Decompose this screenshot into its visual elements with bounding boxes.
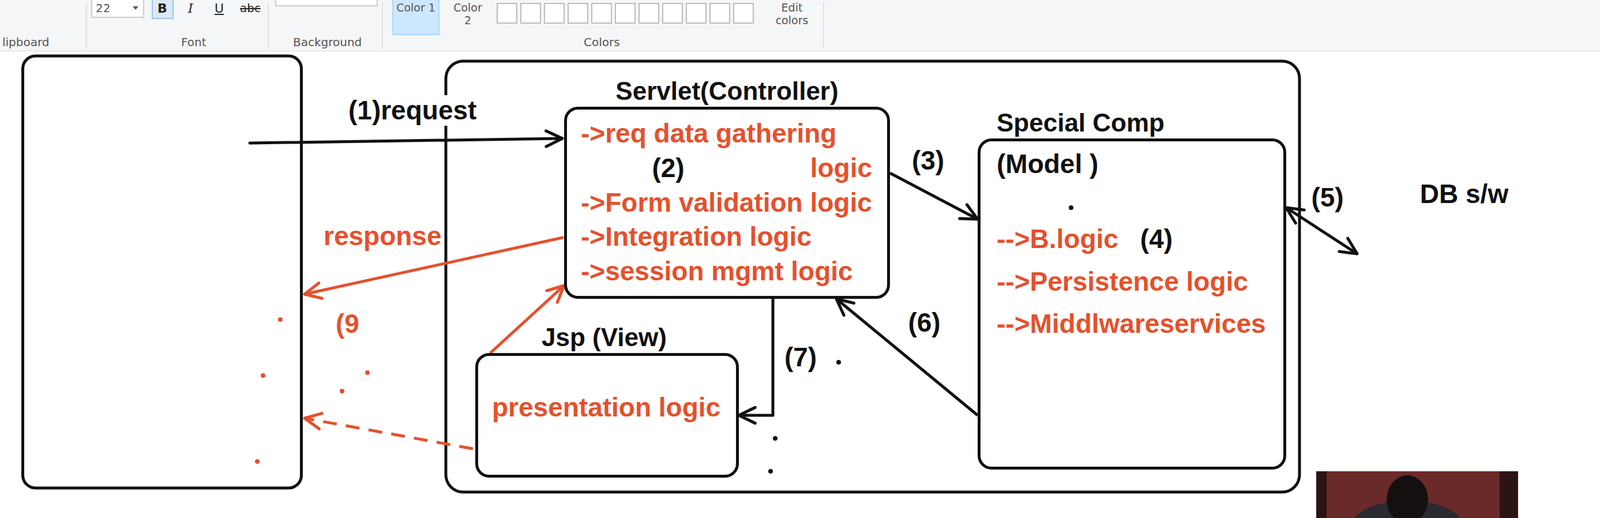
font-size-value: 22 (95, 1, 111, 15)
callout-number: (2) (649, 152, 687, 184)
swatch (520, 3, 541, 24)
flow-arrow (836, 298, 978, 416)
box-text: (Model ) (996, 147, 1099, 182)
controller-box: Servlet(Controller)->req data gathering … (564, 106, 890, 299)
toolbar-separator (85, 2, 88, 49)
swatch (639, 3, 659, 24)
dropdown-arrow (132, 6, 139, 10)
server-container (445, 61, 1300, 492)
model-box: Special Comp(Model )-->B.logic-->Persist… (977, 138, 1287, 470)
box-text: -->B.logic (996, 222, 1119, 257)
request-label: (1)request (346, 95, 479, 126)
swatch (615, 3, 636, 24)
box-heading: Servlet(Controller) (615, 76, 839, 107)
box-text: ->Integration logic (580, 219, 812, 255)
box-text: -->Middlwareservices (996, 306, 1267, 342)
dot (768, 468, 773, 474)
presenter-thumbnail (1316, 471, 1519, 518)
dashed-response-arrow (304, 418, 473, 449)
dot (254, 459, 260, 464)
bold-button-frame (152, 0, 174, 19)
toolbar-separator (823, 2, 825, 49)
italic-button: I (188, 1, 194, 16)
flow-arrow (738, 298, 773, 416)
underline-button: U (214, 1, 224, 16)
flow-arrow (1286, 207, 1358, 254)
group-caption: Background (293, 35, 362, 50)
box-text: -->Persistence logic (996, 264, 1249, 300)
cylinder-top (1357, 173, 1359, 215)
swatch (662, 3, 683, 24)
box-text: ->req data gathering logic (580, 116, 873, 186)
database-cylinder: DB s/w (1357, 171, 1572, 463)
box-heading: Special Comp (996, 108, 1165, 138)
dot (772, 436, 778, 441)
dot (278, 317, 283, 322)
swatch (544, 3, 565, 24)
dot (339, 388, 345, 394)
response-label: response (321, 220, 445, 252)
step-number: (6) (905, 307, 943, 338)
background-dropdown (275, 0, 378, 6)
box-text: presentation logic (491, 390, 721, 426)
toolbar-separator (267, 2, 269, 49)
box-text: DB s/w (1357, 177, 1572, 212)
client-box (23, 55, 302, 488)
presenter-head (1386, 475, 1429, 518)
swatch (733, 3, 754, 24)
box-heading: Jsp (View) (541, 322, 667, 353)
flow-arrow (889, 173, 978, 220)
toolbar-separator (381, 2, 383, 49)
swatch (710, 3, 730, 24)
group-caption: lipboard (2, 35, 50, 50)
dot (1068, 205, 1074, 210)
step-number: (7) (782, 342, 820, 373)
view-box: Jsp (View)presentation logic (475, 352, 739, 478)
color2-button: Color 2 (450, 1, 486, 28)
callout-number: (4) (1137, 223, 1175, 255)
dot (836, 359, 841, 365)
strikethrough-button: abc (239, 1, 261, 15)
swatch (591, 3, 612, 24)
toolbar-edge (0, 50, 1600, 52)
stray-dots (254, 317, 370, 464)
box-text: ->Form validation logic (580, 185, 873, 221)
color1-highlight (392, 0, 439, 35)
edit-colors-button: Edit colors (768, 1, 815, 28)
color-swatches (497, 3, 754, 24)
color1-button: Color 1 (393, 1, 438, 15)
box-text: ->session mgmt logic (580, 254, 854, 289)
callout-number: (9 (333, 308, 362, 340)
request-arrow (249, 138, 563, 144)
swatch (686, 3, 706, 24)
swatch (568, 3, 588, 24)
toolbar-band (0, 0, 1600, 51)
dot (365, 370, 370, 375)
bold-button: B (157, 1, 168, 16)
group-caption: Colors (583, 35, 621, 50)
font-size-box (91, 0, 144, 18)
swatch (497, 3, 517, 24)
group-caption: Font (181, 35, 207, 50)
step-number: (3) (909, 145, 947, 176)
dot (260, 373, 266, 378)
step-number: (5) (1308, 182, 1346, 213)
